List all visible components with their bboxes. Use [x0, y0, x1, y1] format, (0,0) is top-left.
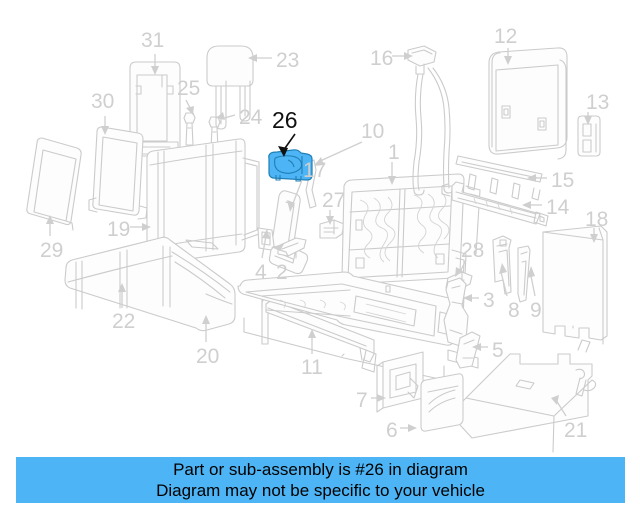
callout-label-9: 9 — [530, 299, 542, 322]
callout-label-26: 26 — [272, 107, 298, 133]
callout-label-28: 28 — [461, 239, 485, 262]
part-27-shape — [319, 219, 345, 239]
callout-label-21: 21 — [564, 419, 588, 442]
callout-label-12: 12 — [494, 25, 518, 48]
callout-label-15: 15 — [551, 169, 575, 192]
callout-label-25: 25 — [177, 77, 201, 100]
banner-line-1: Part or sub-assembly is #26 in diagram — [173, 460, 468, 479]
callout-label-13: 13 — [586, 91, 610, 114]
part-21-shape — [449, 339, 597, 453]
callout-label-14: 14 — [546, 196, 570, 219]
callout-label-3: 3 — [483, 289, 495, 312]
part-7-shape — [376, 351, 424, 413]
banner-line-2: Diagram may not be specific to your vehi… — [156, 481, 485, 500]
highlighted-callout-arrow-26 — [278, 133, 296, 157]
callout-label-11: 11 — [301, 356, 323, 379]
part-12-shape — [488, 47, 568, 160]
callout-label-2: 2 — [276, 261, 288, 284]
callout-label-18: 18 — [585, 208, 609, 231]
part-22-20-shape — [64, 236, 236, 332]
callout-label-19: 19 — [107, 218, 131, 241]
callout-label-5: 5 — [492, 339, 504, 362]
part-29-shape — [26, 137, 82, 231]
callout-label-27: 27 — [322, 189, 346, 212]
callout-label-29: 29 — [40, 239, 64, 262]
part-9-shape — [517, 245, 531, 303]
callout-label-16: 16 — [370, 47, 394, 70]
part-23-shape — [206, 45, 254, 130]
part-26-highlighted-shape — [268, 149, 313, 182]
part-3-shape — [443, 277, 469, 347]
part-6-shape — [420, 373, 464, 432]
callout-label-8: 8 — [508, 299, 520, 322]
callout-label-17: 17 — [303, 159, 327, 182]
callout-arrows — [46, 48, 598, 432]
callout-label-4: 4 — [255, 261, 267, 284]
callout-label-22: 22 — [112, 310, 136, 333]
callout-label-10: 10 — [361, 120, 385, 143]
part-15-shape — [455, 155, 543, 201]
info-banner: Part or sub-assembly is #26 in diagram D… — [16, 457, 625, 503]
part-13-shape — [577, 115, 601, 157]
part-16-shape — [407, 45, 454, 196]
callout-label-30: 30 — [91, 90, 115, 113]
part-1-shape — [341, 173, 465, 285]
callout-label-23: 23 — [276, 49, 300, 72]
callout-label-1: 1 — [388, 141, 400, 164]
part-14-shape — [441, 181, 549, 227]
callout-label-7: 7 — [356, 389, 368, 412]
part-30-shape — [88, 126, 148, 220]
part-18-shape — [542, 225, 608, 345]
callout-label-6: 6 — [386, 419, 398, 442]
callout-label-31: 31 — [141, 29, 165, 52]
callout-label-24: 24 — [239, 106, 263, 129]
part-5-shape — [455, 331, 481, 369]
callout-label-20: 20 — [196, 345, 220, 368]
